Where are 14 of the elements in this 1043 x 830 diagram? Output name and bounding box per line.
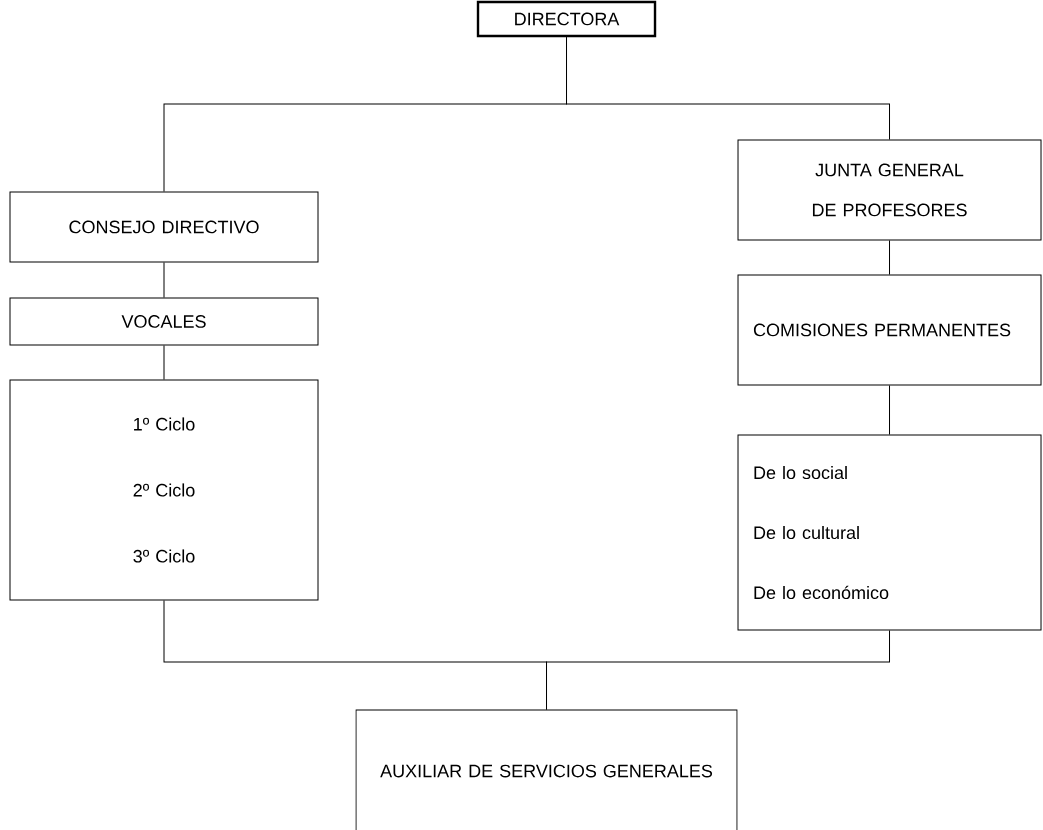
list-box: 1º Ciclo 2º Ciclo 3º Ciclo <box>9 379 319 601</box>
org-box: COMISIONES PERMANENTES <box>737 274 1042 386</box>
connector-line <box>163 262 165 298</box>
org-box: VOCALES <box>9 297 319 346</box>
org-box: CONSEJO DIRECTIVO <box>9 191 319 263</box>
connector-line <box>566 36 890 140</box>
connector-line <box>163 345 165 380</box>
connector-line <box>546 630 890 710</box>
org-box: JUNTA GENERAL DE PROFESORES <box>737 139 1042 241</box>
title-box: DIRECTORA <box>476 0 657 38</box>
connector-line <box>889 240 890 275</box>
connector-line <box>889 385 890 435</box>
list-box: De lo social De lo cultural De lo económico <box>737 434 1042 631</box>
org-box: AUXILIAR DE SERVICIOS GENERALES <box>355 709 738 830</box>
